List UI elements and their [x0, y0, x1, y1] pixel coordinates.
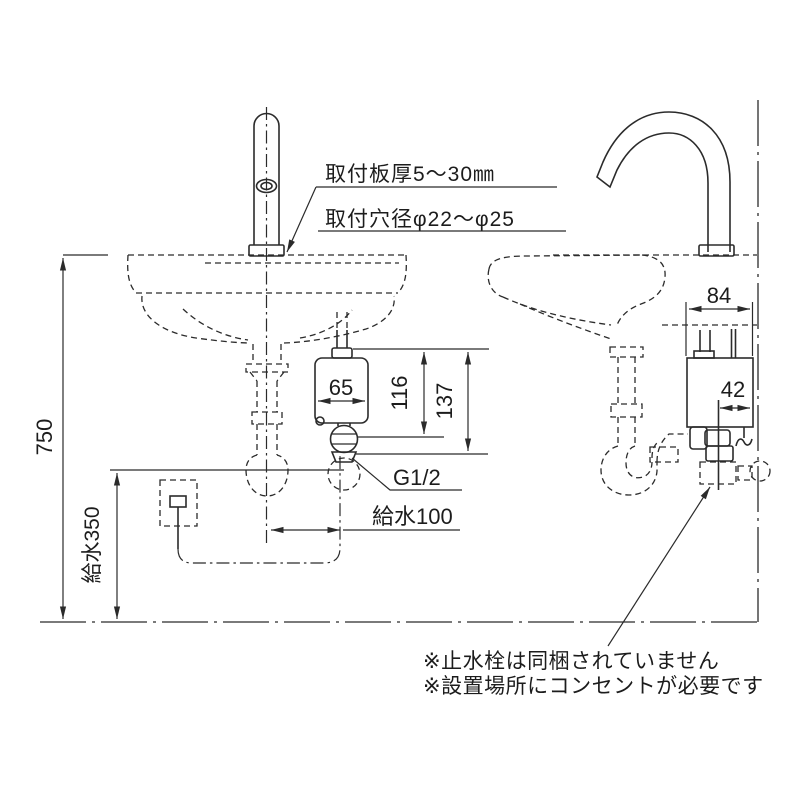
note-stop-valve: ※止水栓は同梱されていません — [423, 650, 719, 673]
drawing-text: 取付板厚5〜30㎜ 取付穴径φ22〜φ25 750 給水350 116 137 … — [32, 163, 764, 698]
callout-hole-diameter: 取付穴径φ22〜φ25 — [325, 208, 515, 231]
dim-pipe-offset: 42 — [721, 377, 745, 402]
dim-overall-height: 750 — [32, 419, 57, 456]
label-thread-size: G1/2 — [393, 465, 441, 490]
dimension-lines — [59, 186, 754, 647]
dim-supply-height: 給水350 — [81, 506, 104, 583]
callout-plate-thickness: 取付板厚5〜30㎜ — [325, 163, 495, 186]
dim-116: 116 — [387, 375, 412, 410]
dim-side-width: 84 — [707, 283, 731, 308]
dim-controller-width: 65 — [329, 375, 353, 400]
dim-137: 137 — [432, 383, 457, 420]
note-outlet-required: ※設置場所にコンセントが必要です — [423, 675, 764, 698]
side-view-linework — [487, 100, 771, 622]
dim-supply-offset: 給水100 — [372, 504, 453, 529]
front-view-linework — [63, 107, 489, 564]
